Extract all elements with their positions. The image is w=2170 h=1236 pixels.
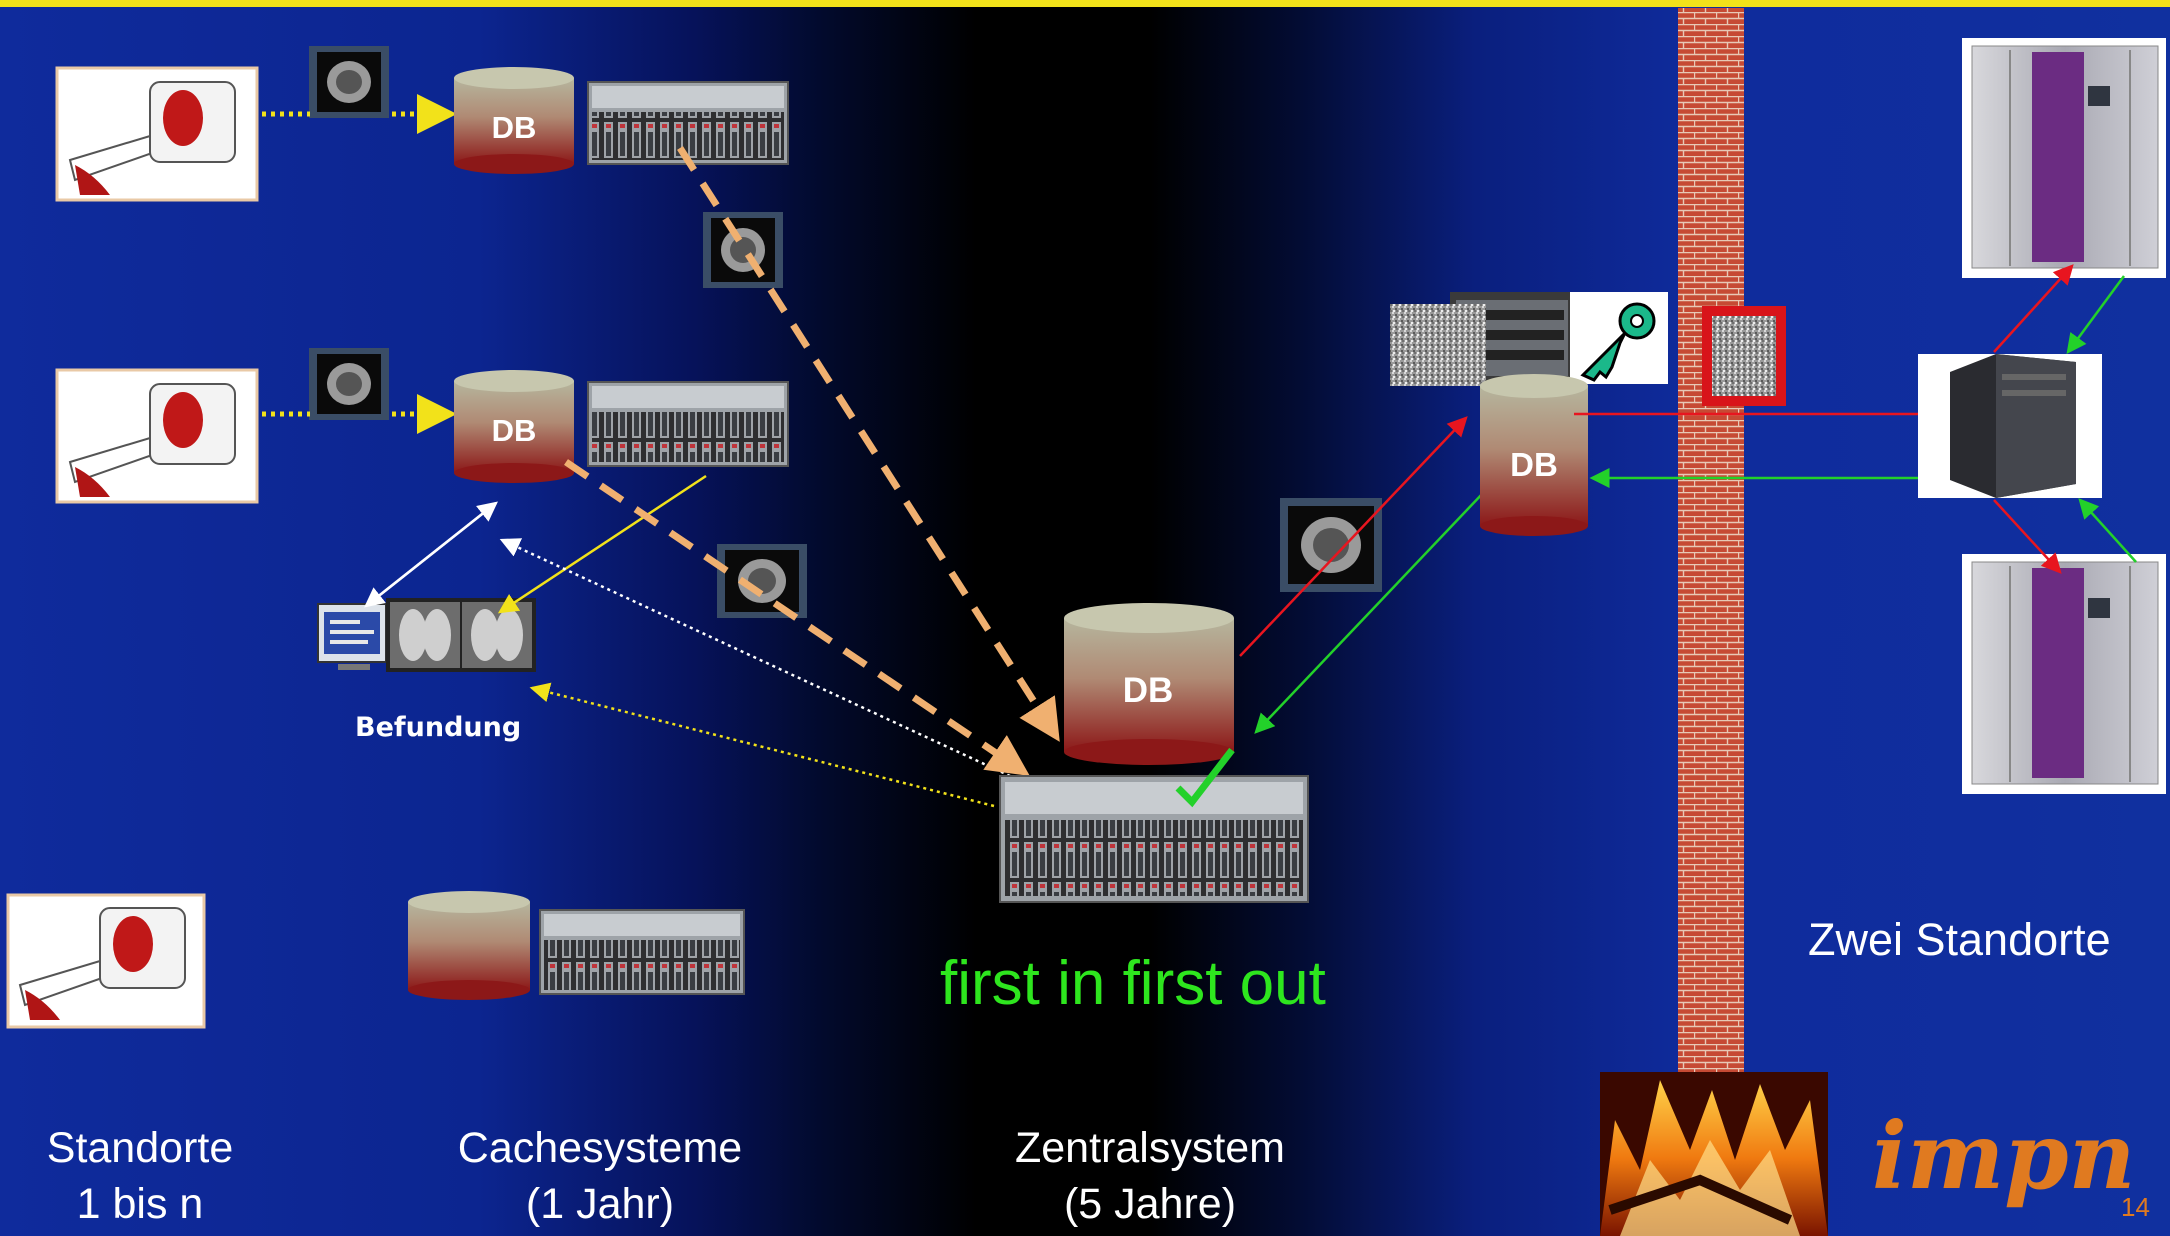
dotted-yellow-link — [529, 682, 995, 808]
fifo-label: first in first out — [940, 949, 1326, 1018]
ct-image-icon — [703, 212, 783, 288]
db-label: DB — [492, 413, 537, 448]
cache-server-3 — [539, 909, 745, 995]
reporting-workstation — [317, 598, 536, 672]
key-icon — [1570, 292, 1668, 384]
bidirectional-link — [365, 501, 498, 607]
zwei-standorte-label: Zwei Standorte — [1808, 914, 2111, 965]
cache-database-3 — [408, 891, 530, 1000]
archive-library-1 — [1962, 38, 2166, 278]
orange-dashed-flow — [564, 459, 1030, 776]
ct-scanner-2 — [55, 368, 259, 504]
logo: impn — [1872, 1102, 2136, 1210]
dotted-white-link — [499, 538, 1011, 778]
ct-image-icon — [309, 46, 389, 118]
firewall-brick-wall — [1678, 8, 1744, 1088]
check-icon — [1175, 747, 1235, 808]
ct-scanner-1 — [55, 66, 259, 202]
archive-library-2 — [1962, 554, 2166, 794]
orange-dashed-flow — [677, 146, 1060, 742]
cachesysteme-label: Cachesysteme (1 Jahr) — [457, 1124, 743, 1228]
red-link — [1993, 499, 2062, 574]
page-number: 14 — [2121, 1192, 2150, 1222]
green-link — [2066, 275, 2126, 355]
ct-image-icon — [1280, 498, 1382, 592]
zentralsystem-label: Zentralsystem (5 Jahre) — [1014, 1124, 1285, 1228]
db-label: DB — [1510, 446, 1558, 483]
db-label: DB — [492, 110, 537, 145]
cache-database-2: DB — [454, 370, 574, 483]
fire-image — [1600, 1072, 1828, 1236]
red-link — [1239, 416, 1468, 657]
top-accent-bar — [0, 0, 2170, 7]
red-link — [1993, 264, 2074, 353]
befundung-label: Befundung — [355, 712, 522, 743]
remote-database: DB — [1480, 374, 1588, 536]
green-link — [1254, 491, 1485, 734]
standorte-label: Standorte 1 bis n — [46, 1124, 234, 1228]
cache-server-2 — [587, 381, 789, 467]
db-label: DB — [1123, 671, 1174, 710]
cache-server-1 — [587, 81, 789, 165]
ct-image-icon — [309, 348, 389, 420]
central-server — [999, 775, 1309, 903]
archive-controller — [1918, 354, 2102, 498]
ct-scanner-3 — [6, 893, 206, 1029]
cache-database-1: DB — [454, 67, 574, 174]
yellow-link — [497, 474, 707, 614]
green-link — [2078, 498, 2137, 563]
central-database: DB — [1064, 603, 1234, 765]
encryption-server — [1390, 292, 1574, 386]
encrypted-packet — [1702, 306, 1786, 406]
ct-image-icon — [717, 544, 807, 618]
